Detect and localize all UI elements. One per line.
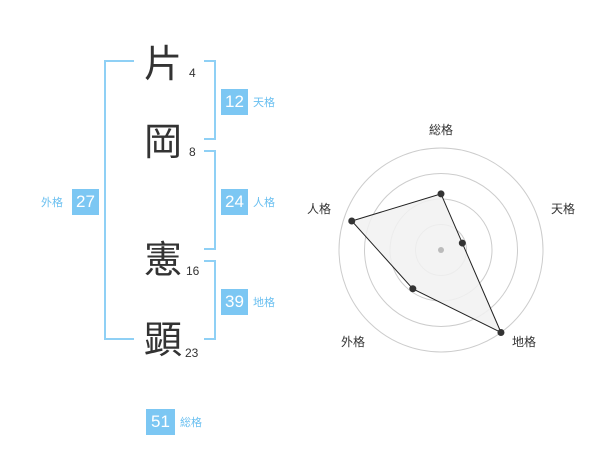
jinkaku-label: 人格 xyxy=(253,196,275,209)
soukaku-value-badge: 51 xyxy=(146,409,175,435)
axis-label-soukaku: 総格 xyxy=(429,122,453,137)
axis-label-chikaku: 地格 xyxy=(512,334,536,349)
gaikaku-label: 外格 xyxy=(41,196,63,209)
jinkaku-value-badge: 24 xyxy=(221,189,248,215)
gaikaku-value-badge: 27 xyxy=(72,189,99,215)
name-char-2: 岡 xyxy=(143,120,182,164)
stroke-count-2: 8 xyxy=(189,145,196,159)
axis-label-jinkaku: 人格 xyxy=(307,201,331,216)
jinkaku-bracket xyxy=(204,150,216,250)
tenkaku-bracket xyxy=(204,60,216,140)
tenkaku-value-badge: 12 xyxy=(221,89,248,115)
stroke-count-3: 16 xyxy=(186,264,200,278)
radar-point-5 xyxy=(348,217,356,225)
name-char-3: 憲 xyxy=(143,238,182,282)
axis-label-gaikaku: 外格 xyxy=(341,334,365,349)
tenkaku-label: 天格 xyxy=(253,96,275,109)
radar-point-2 xyxy=(458,239,466,247)
radar-ring xyxy=(364,173,518,327)
chikaku-bracket xyxy=(204,260,216,340)
stroke-count-4: 23 xyxy=(185,346,199,360)
radar-area xyxy=(350,193,503,334)
chikaku-label: 地格 xyxy=(253,296,275,309)
axis-label-tenkaku: 天格 xyxy=(551,201,575,216)
soukaku-label: 総格 xyxy=(180,416,202,429)
radar-center-dot xyxy=(438,247,444,253)
stroke-count-1: 4 xyxy=(189,66,196,80)
radar-point-1 xyxy=(437,190,445,198)
radar-point-4 xyxy=(409,285,417,293)
gaikaku-bracket xyxy=(104,60,134,340)
radar-point-3 xyxy=(497,329,505,337)
chikaku-value-badge: 39 xyxy=(221,289,248,315)
radar-ring xyxy=(338,147,544,353)
name-char-4: 顕 xyxy=(143,318,182,362)
name-char-1: 片 xyxy=(143,42,182,86)
